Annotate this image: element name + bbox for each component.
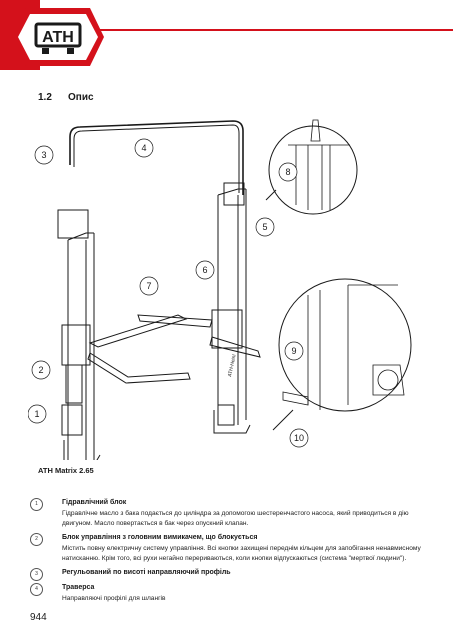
callout-8-label: 8 <box>285 167 290 177</box>
legend-text-4: Направляючі профілі для шлангів <box>62 595 166 602</box>
legend-item-4: 4 Траверса Направляючі профілі для шланг… <box>30 582 425 604</box>
header-bar: ATH <box>0 0 453 70</box>
callout-9 <box>284 341 304 361</box>
callout-1-label: 1 <box>34 409 39 419</box>
legend-item-1: 1 Гідравлічний блок Гідравлічне масло з … <box>30 497 425 529</box>
callout-2 <box>31 360 51 380</box>
lift-brand-label: ATH-Heinl <box>227 354 238 377</box>
callout-10-label: 10 <box>294 433 304 443</box>
header-red-line <box>0 29 453 31</box>
callout-8 <box>278 162 298 182</box>
callout-7 <box>139 276 159 296</box>
page-number: 944 <box>30 612 47 623</box>
callout-4-label: 4 <box>141 143 146 153</box>
legend-title-1: Гідравлічний блок <box>62 499 127 506</box>
legend-item-2: 2 Блок управління з головним вимикачем, … <box>30 532 425 564</box>
callout-5 <box>255 217 275 237</box>
legend-title-3: Регульований по висоті направляючий проф… <box>62 569 231 576</box>
section-title: Опис <box>68 92 94 103</box>
legend-number-2: 2 <box>30 533 43 546</box>
callout-5-label: 5 <box>262 222 267 232</box>
callout-3 <box>34 145 54 165</box>
callout-9-label: 9 <box>291 346 296 356</box>
figure-caption: ATH Matrix 2.65 <box>38 466 94 475</box>
legend-text-2: Містить повну електричну систему управлі… <box>62 545 421 562</box>
callout-4 <box>134 138 154 158</box>
callout-6-label: 6 <box>202 265 207 275</box>
callout-7-label: 7 <box>146 281 151 291</box>
section-number: 1.2 <box>38 92 52 103</box>
callout-10 <box>289 428 309 448</box>
legend-number-3: 3 <box>30 568 43 581</box>
callout-2-label: 2 <box>38 365 43 375</box>
callout-6 <box>195 260 215 280</box>
legend-number-1: 1 <box>30 498 43 511</box>
legend-number-4: 4 <box>30 583 43 596</box>
legend-title-4: Траверса <box>62 584 95 591</box>
ath-logo: ATH <box>12 8 104 66</box>
callout-3-label: 3 <box>41 150 46 160</box>
lift-diagram: ATH-Heinl 1 2 3 4 5 6 7 8 9 10 <box>28 119 412 460</box>
logo-text: ATH <box>42 29 74 46</box>
legend-list: 1 Гідравлічний блок Гідравлічне масло з … <box>30 497 425 607</box>
legend-item-3: 3 Регульований по висоті направляючий пр… <box>30 567 425 581</box>
legend-text-1: Гідравлічне масло з бака подається до ци… <box>62 510 409 527</box>
legend-title-2: Блок управління з головним вимикачем, що… <box>62 534 258 541</box>
callout-1 <box>28 404 47 424</box>
